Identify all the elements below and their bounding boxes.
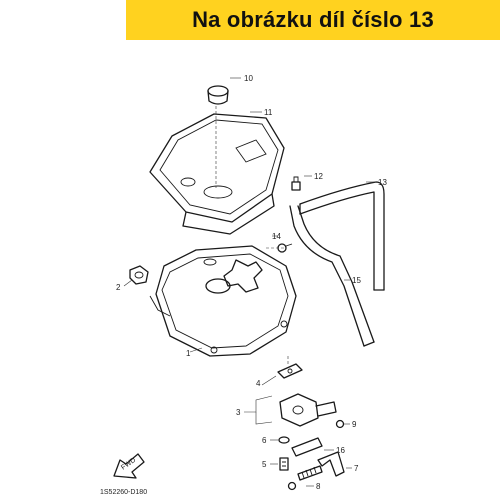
label-16: 16	[336, 446, 345, 455]
valve-part-3	[279, 393, 337, 427]
hose-part-16	[291, 437, 323, 457]
forward-arrow-icon: FWD	[113, 453, 145, 479]
spring-part-8	[297, 465, 323, 481]
label-2: 2	[116, 283, 121, 292]
clip-part-9	[287, 419, 345, 491]
bolt-part-5	[279, 457, 289, 471]
label-15: 15	[352, 276, 361, 285]
hose-part-13	[299, 181, 385, 291]
label-14: 14	[272, 232, 281, 241]
washer-part-6	[278, 436, 290, 444]
head-cover-part-1	[149, 245, 297, 357]
label-9: 9	[352, 420, 357, 429]
label-1: 1	[186, 349, 191, 358]
cap-part-10	[207, 85, 229, 105]
banner-text: Na obrázku díl číslo 13	[192, 7, 434, 32]
label-8: 8	[316, 482, 321, 491]
tray-part-11	[149, 113, 285, 235]
label-13: 13	[378, 178, 387, 187]
hose-part-7	[317, 451, 345, 477]
hose-part-15	[289, 205, 375, 347]
clip-part-14	[277, 243, 293, 253]
label-10: 10	[244, 74, 253, 83]
label-4: 4	[256, 379, 261, 388]
label-7: 7	[354, 464, 359, 473]
title-banner: Na obrázku díl číslo 13	[126, 0, 500, 40]
label-11: 11	[264, 108, 273, 117]
label-3: 3	[236, 408, 241, 417]
plug-part-2	[129, 265, 149, 285]
label-5: 5	[262, 460, 267, 469]
nipple-part-12	[291, 176, 301, 191]
drawing-code: 1S52260-D180	[100, 489, 147, 496]
label-12: 12	[314, 172, 323, 181]
gasket-part-4	[277, 363, 303, 379]
label-6: 6	[262, 436, 267, 445]
